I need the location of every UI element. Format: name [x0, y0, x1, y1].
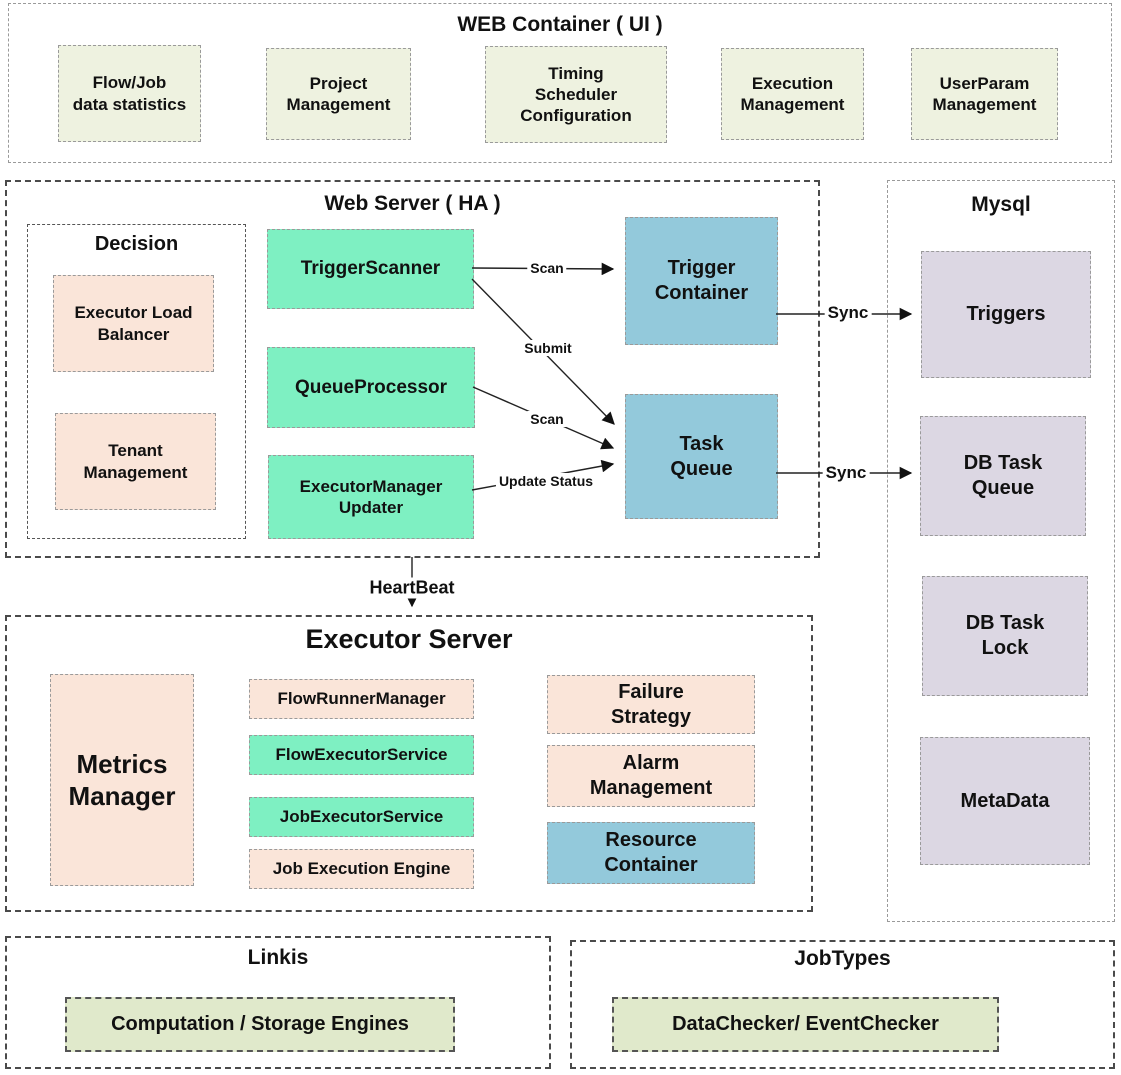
- box-timing-scheduler-configuration: Timing Scheduler Configuration: [485, 46, 667, 143]
- linkis-section: Linkis Computation / Storage Engines: [5, 936, 551, 1069]
- label-submit: Submit: [521, 340, 575, 356]
- box-datachecker-eventchecker: DataChecker/ EventChecker: [612, 997, 999, 1052]
- box-trigger-scanner: TriggerScanner: [267, 229, 474, 309]
- box-db-task-queue: DB Task Queue: [920, 416, 1086, 536]
- box-flow-job-data-statistics: Flow/Job data statistics: [58, 45, 201, 142]
- box-executor-manager-updater: ExecutorManager Updater: [268, 455, 474, 539]
- jobtypes-section: JobTypes DataChecker/ EventChecker: [570, 940, 1115, 1069]
- box-metadata: MetaData: [920, 737, 1090, 865]
- box-task-queue: Task Queue: [625, 394, 778, 519]
- box-triggers: Triggers: [921, 251, 1091, 378]
- label-sync-triggers: Sync: [824, 303, 872, 323]
- jobtypes-title: JobTypes: [794, 947, 891, 970]
- web-server-section: Web Server ( HA ) Decision Executor Load…: [5, 180, 820, 558]
- box-userparam-management: UserParam Management: [911, 48, 1058, 140]
- box-project-management: Project Management: [266, 48, 411, 140]
- label-update-status: Update Status: [495, 473, 597, 489]
- executor-server-section: Executor Server Metrics Manager FlowRunn…: [5, 615, 813, 912]
- box-trigger-container: Trigger Container: [625, 217, 778, 345]
- executor-server-title: Executor Server: [305, 624, 513, 654]
- label-scan-trigger: Scan: [527, 260, 567, 276]
- box-resource-container: Resource Container: [547, 822, 755, 884]
- mysql-section: Mysql Triggers DB Task Queue DB Task Loc…: [887, 180, 1115, 922]
- decision-title: Decision: [94, 233, 179, 255]
- label-heartbeat: HeartBeat: [366, 577, 458, 599]
- web-container-ui-section: WEB Container ( UI ) Flow/Job data stati…: [8, 3, 1112, 163]
- box-flow-runner-manager: FlowRunnerManager: [249, 679, 474, 719]
- label-sync-task-queue: Sync: [822, 463, 870, 483]
- box-metrics-manager: Metrics Manager: [50, 674, 194, 886]
- box-job-executor-service: JobExecutorService: [249, 797, 474, 837]
- box-tenant-management: Tenant Management: [55, 413, 216, 510]
- box-queue-processor: QueueProcessor: [267, 347, 475, 428]
- box-executor-load-balancer: Executor Load Balancer: [53, 275, 214, 372]
- web-container-title: WEB Container ( UI ): [457, 13, 663, 36]
- linkis-title: Linkis: [247, 946, 309, 969]
- box-db-task-lock: DB Task Lock: [922, 576, 1088, 696]
- box-job-execution-engine: Job Execution Engine: [249, 849, 474, 889]
- label-scan-queue: Scan: [527, 411, 567, 427]
- box-execution-management: Execution Management: [721, 48, 864, 140]
- web-server-title: Web Server ( HA ): [324, 192, 501, 215]
- box-computation-storage-engines: Computation / Storage Engines: [65, 997, 455, 1052]
- decision-section: Decision Executor Load Balancer Tenant M…: [27, 224, 246, 539]
- mysql-title: Mysql: [971, 193, 1031, 216]
- box-flow-executor-service: FlowExecutorService: [249, 735, 474, 775]
- box-failure-strategy: Failure Strategy: [547, 675, 755, 734]
- box-alarm-management: Alarm Management: [547, 745, 755, 807]
